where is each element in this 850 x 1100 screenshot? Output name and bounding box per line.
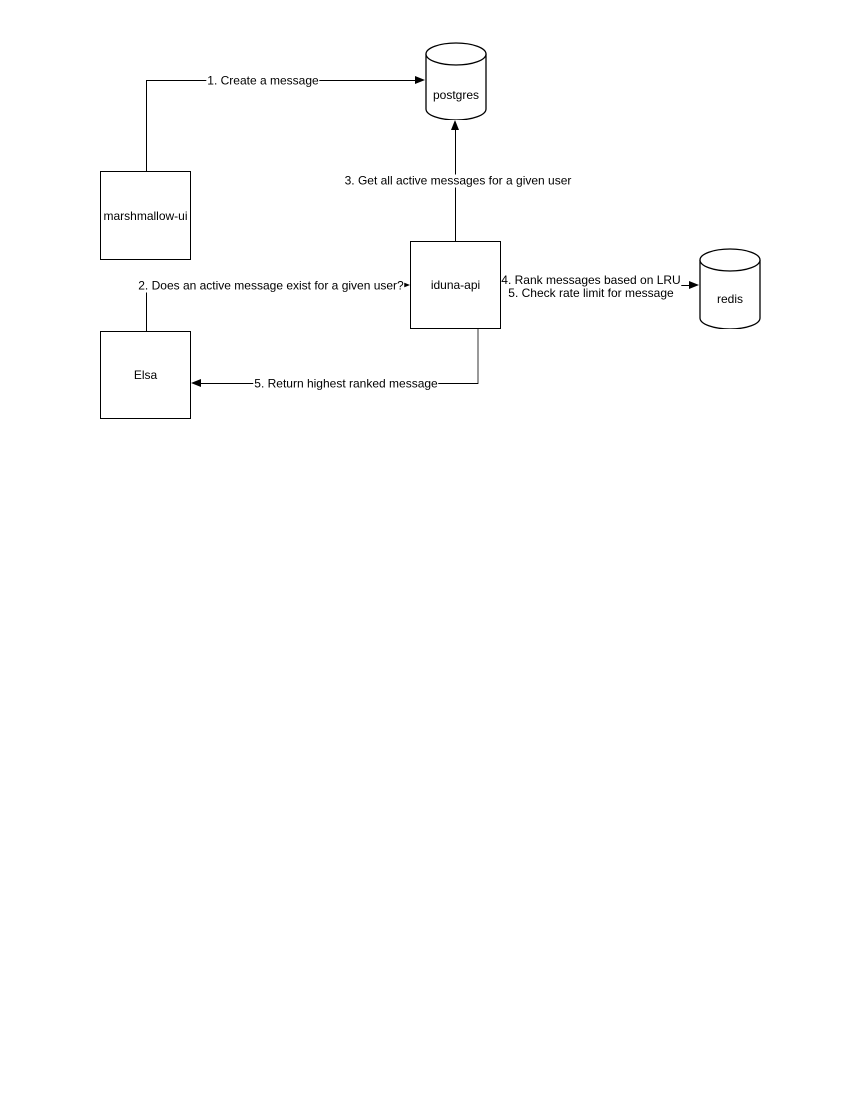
arrowhead-into-redis-left-icon <box>689 281 699 289</box>
node-elsa: Elsa <box>100 331 191 419</box>
node-elsa-label: Elsa <box>133 368 158 382</box>
node-redis-label: redis <box>716 292 743 306</box>
edge-active-message-exists-vertical-line <box>146 285 147 331</box>
arrowhead-into-iduna-api-left-icon <box>400 281 410 289</box>
edge-label-rank-and-rate-limit: 4. Rank messages based on LRU 5. Check r… <box>500 273 682 300</box>
node-marshmallow-ui-label: marshmallow-ui <box>103 208 188 223</box>
node-marshmallow-ui: marshmallow-ui <box>100 171 191 260</box>
redis-database-cylinder-icon <box>699 248 761 329</box>
edge-label-get-active-messages: 3. Get all active messages for a given u… <box>343 173 573 188</box>
edge-label-create-message: 1. Create a message <box>206 73 320 88</box>
node-iduna-api: iduna-api <box>410 241 501 329</box>
edge-label-rank-messages: 4. Rank messages based on LRU <box>501 273 681 287</box>
arrowhead-into-elsa-right-icon <box>191 379 201 387</box>
node-iduna-api-label: iduna-api <box>430 278 481 292</box>
arrowhead-into-postgres-bottom-icon <box>451 120 459 130</box>
arrowhead-into-postgres-left-icon <box>415 76 425 84</box>
node-postgres-label: postgres <box>432 88 480 102</box>
postgres-database-cylinder-icon <box>425 42 487 120</box>
edge-label-check-rate-limit: 5. Check rate limit for message <box>508 286 674 300</box>
edge-label-return-highest-ranked: 5. Return highest ranked message <box>253 376 439 391</box>
edge-create-message-vertical-line <box>146 80 147 171</box>
edge-return-highest-ranked-vertical-line <box>477 329 479 384</box>
edge-label-active-message-exists: 2. Does an active message exist for a gi… <box>137 278 405 293</box>
